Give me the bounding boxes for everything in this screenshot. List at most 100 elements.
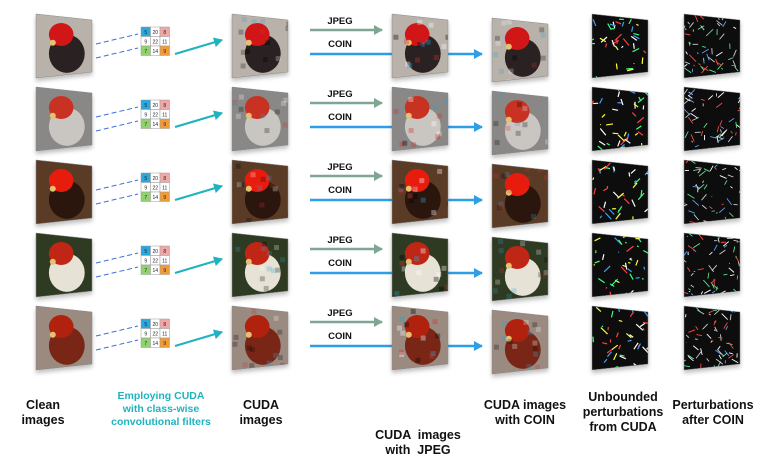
filter-value: 9	[163, 49, 166, 55]
cuda-jpeg-image-tile	[392, 306, 453, 370]
cuda-jpeg-image-tile	[392, 160, 452, 228]
filter-arrow	[175, 186, 222, 200]
jpeg-label: JPEG	[327, 235, 352, 246]
unbounded-perturbation-tile	[592, 228, 650, 298]
dashed-connector	[96, 121, 138, 131]
dashed-connector	[96, 34, 138, 44]
filter-value: 8	[163, 103, 166, 109]
clean-image-tile	[36, 87, 92, 151]
cuda-image-tile	[232, 233, 292, 299]
filter-arrow	[175, 113, 222, 127]
filter-value: 7	[144, 341, 147, 347]
cuda-coin-image-tile	[492, 237, 552, 304]
perturbation-after-coin-tile	[682, 158, 746, 230]
perturbation-after-coin-tile	[681, 306, 740, 370]
filter-value: 9	[163, 122, 166, 128]
filter-value: 14	[152, 195, 158, 201]
filter-value: 11	[162, 331, 167, 337]
filter-value: 7	[144, 49, 147, 55]
perturbation-after-coin-tile	[681, 231, 740, 297]
dashed-connector	[96, 340, 138, 350]
filter-value: 8	[163, 176, 166, 182]
unbounded-perturbation-tile	[586, 9, 648, 82]
filter-value: 5	[144, 322, 147, 328]
clean-image-tile	[36, 14, 92, 78]
clean-image-tile	[36, 306, 92, 370]
filter-value: 14	[152, 122, 158, 128]
filter-value: 9	[163, 268, 166, 274]
filter-value: 5	[144, 30, 147, 36]
coin-label: COIN	[328, 258, 352, 269]
filter-value: 20	[152, 322, 158, 328]
filter-value: 11	[162, 258, 167, 264]
filter-value: 8	[163, 249, 166, 255]
unbounded-perturbation-tile	[586, 157, 649, 228]
cuda-image-tile	[232, 14, 291, 82]
filter-value: 9	[144, 39, 147, 45]
cuda-coin-image-tile	[492, 310, 548, 374]
filter-value: 9	[144, 185, 147, 191]
filter-value: 22	[152, 331, 158, 337]
filter-value: 14	[152, 49, 158, 55]
filter-value: 5	[144, 249, 147, 255]
dashed-connector	[96, 194, 138, 204]
filter-value: 20	[152, 249, 158, 255]
cuda-jpeg-image-tile	[392, 87, 449, 154]
filter-value: 5	[144, 103, 147, 109]
cuda-image-tile	[232, 160, 292, 228]
filter-value: 22	[152, 112, 158, 118]
dashed-connector	[96, 253, 138, 263]
dashed-connector	[96, 107, 138, 117]
jpeg-label: JPEG	[327, 162, 352, 173]
filter-value: 9	[144, 112, 147, 118]
filter-value: 7	[144, 268, 147, 274]
filter-arrow	[175, 40, 222, 54]
filter-value: 8	[163, 322, 166, 328]
jpeg-label: JPEG	[327, 89, 352, 100]
cuda-jpeg-image-tile	[392, 233, 451, 301]
filter-value: 20	[152, 176, 158, 182]
clean-image-tile	[36, 233, 92, 297]
dashed-connector	[96, 180, 138, 190]
class-wise-filter-grid: 5 20 8 9 22 11 7 14 9	[141, 100, 170, 129]
cuda-coin-image-tile	[492, 91, 550, 158]
filter-value: 11	[162, 112, 167, 118]
filter-value: 20	[152, 103, 158, 109]
coin-label: COIN	[328, 185, 352, 196]
filter-value: 7	[144, 122, 147, 128]
cuda-coin-image-tile	[492, 164, 549, 232]
filter-value: 22	[152, 258, 158, 264]
filter-arrow	[175, 332, 222, 346]
unbounded-perturbation-tile	[590, 84, 649, 152]
perturbation-after-coin-tile	[682, 14, 740, 78]
filter-value: 5	[144, 176, 147, 182]
perturbation-after-coin-tile	[680, 85, 746, 156]
filter-value: 9	[144, 331, 147, 337]
dashed-connector	[96, 326, 138, 336]
cuda-coin-image-tile	[492, 18, 548, 86]
filter-value: 9	[163, 195, 166, 201]
filter-arrow	[175, 259, 222, 273]
filter-value: 14	[152, 268, 158, 274]
filter-value: 8	[163, 30, 166, 36]
filter-value: 11	[162, 39, 167, 45]
unbounded-perturbation-tile	[592, 302, 651, 370]
cuda-image-tile	[232, 306, 288, 370]
coin-label: COIN	[328, 331, 352, 342]
coin-label: COIN	[328, 112, 352, 123]
cuda-jpeg-image-tile	[392, 14, 451, 78]
filter-value: 9	[163, 341, 166, 347]
dashed-connector	[96, 267, 138, 277]
